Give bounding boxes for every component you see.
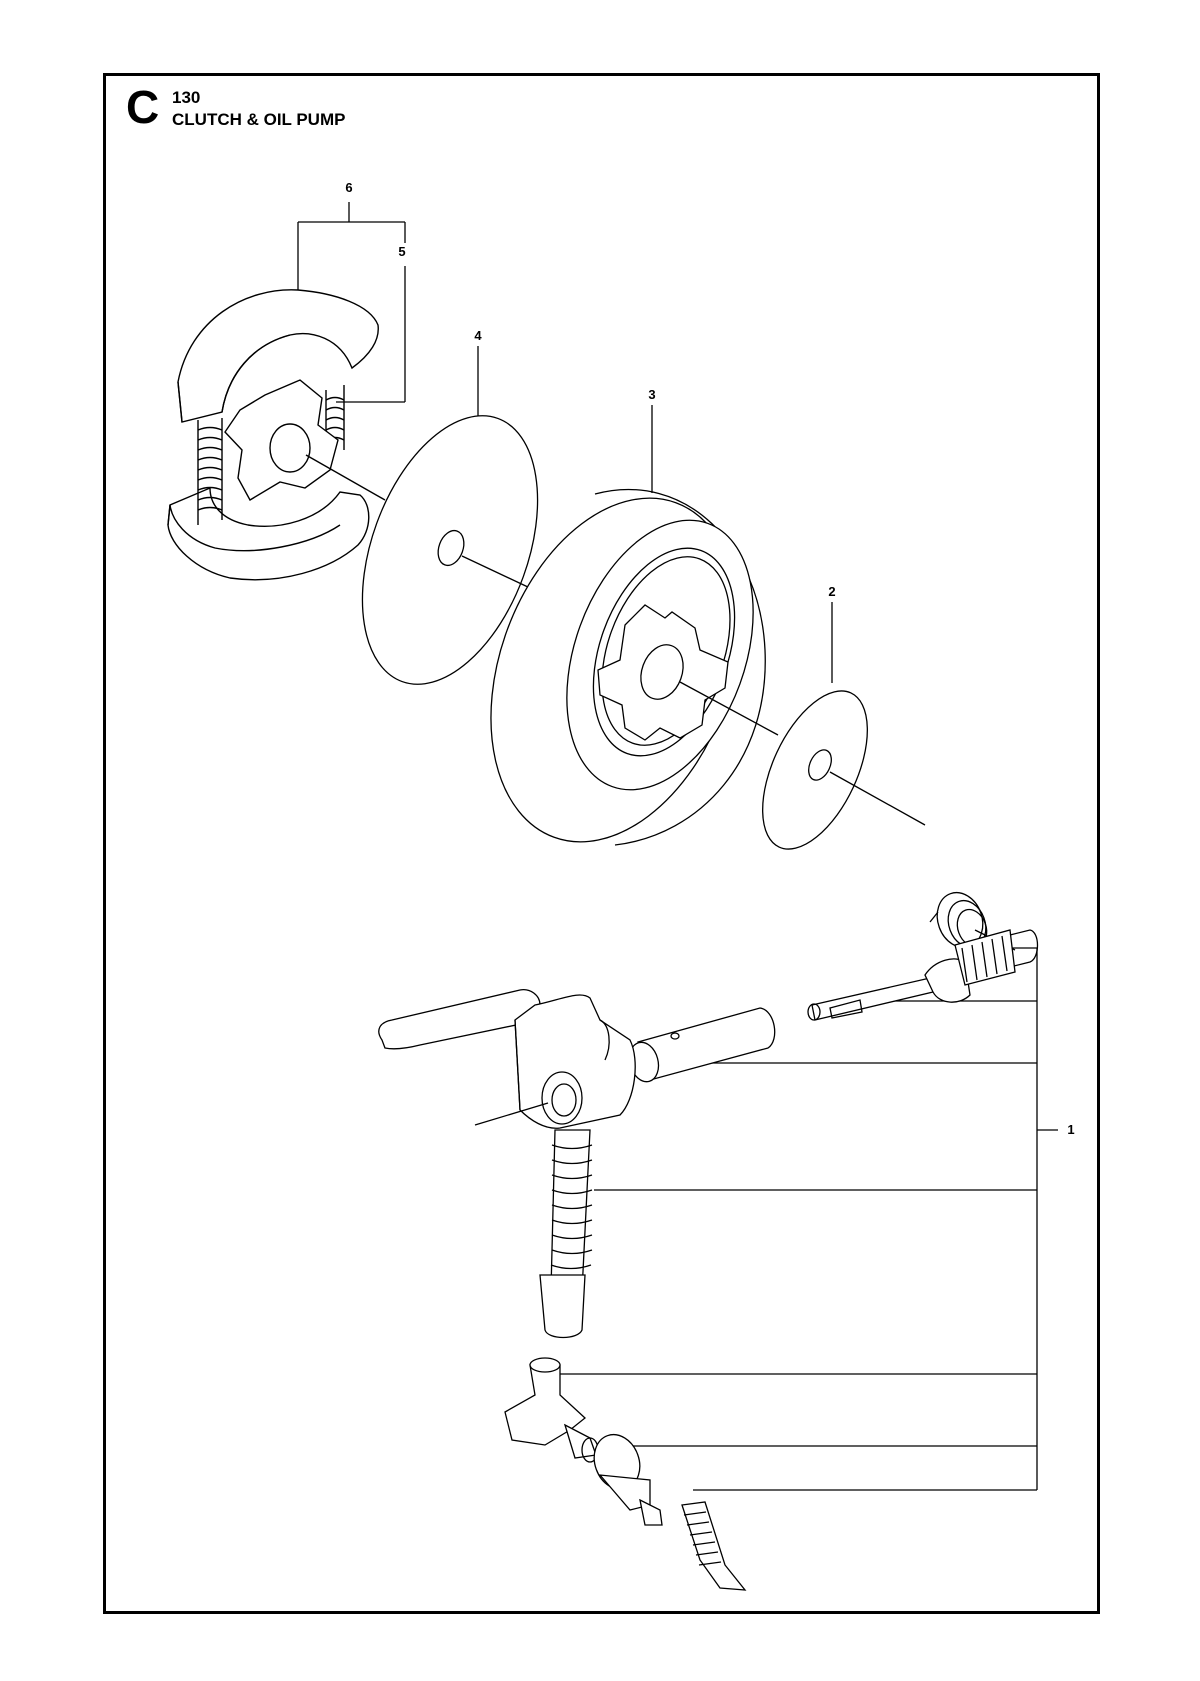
section-letter: C: [126, 81, 160, 133]
clutch-drum: [490, 488, 779, 846]
pump-worm-shaft: [807, 929, 1039, 1021]
callout-2: 2: [828, 584, 835, 599]
clutch-spring-left: [197, 418, 223, 525]
pump-pin: [628, 1007, 776, 1083]
callout-1: 1: [1067, 1122, 1074, 1137]
clutch-washer: [361, 415, 539, 685]
clutch-assembly: [167, 289, 386, 581]
drum-washer: [762, 690, 926, 850]
elbow-fitting: [504, 1357, 599, 1463]
oil-nipple: [593, 1433, 663, 1526]
oil-pump-body: [378, 989, 636, 1129]
adjust-screw: [681, 1501, 747, 1591]
diagram-frame: [103, 73, 1100, 1614]
section-number: 130: [172, 88, 201, 107]
callout-5: 5: [398, 244, 405, 259]
callout-3: 3: [648, 387, 655, 402]
bracket-callout-1: [560, 947, 1058, 1491]
callout-4: 4: [474, 328, 482, 343]
section-title: CLUTCH & OIL PUMP: [172, 110, 346, 129]
oil-hose: [539, 1129, 593, 1339]
leader-lines-6-5: [297, 202, 833, 683]
callout-6: 6: [345, 180, 352, 195]
